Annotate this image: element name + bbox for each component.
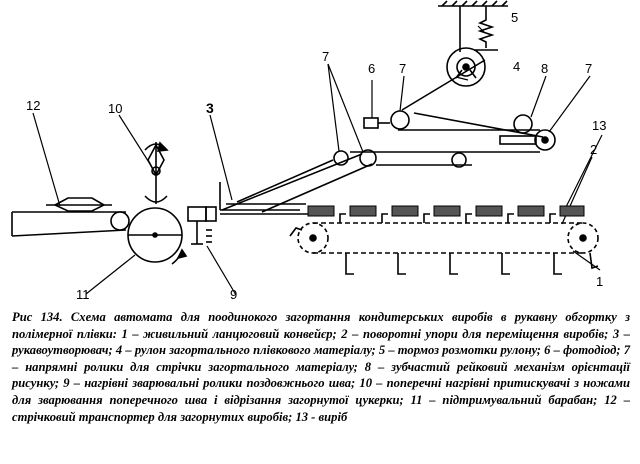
cross-sealer	[144, 141, 169, 204]
label-7-left: 7	[322, 49, 329, 64]
label-12: 12	[26, 98, 40, 113]
chain-conveyor	[297, 222, 599, 254]
figure-caption: Рис 134. Схема автомата для поодинокого …	[12, 309, 630, 425]
rack-mechanism	[499, 114, 537, 145]
label-1: 1	[596, 274, 603, 289]
guide-roller-right	[451, 152, 467, 168]
leader-lines	[32, 25, 603, 296]
guide-roller-left	[333, 150, 349, 166]
label-4: 4	[513, 59, 520, 74]
film-to-former-1	[221, 153, 363, 211]
label-2: 2	[590, 142, 597, 157]
label-11: 11	[76, 287, 90, 300]
label-8: 8	[541, 61, 548, 76]
label-6: 6	[368, 61, 375, 76]
belt-conveyor	[11, 197, 130, 237]
ceiling-mount	[438, 0, 508, 7]
sealing-rollers	[187, 206, 217, 245]
pusher-lugs	[289, 213, 556, 237]
sleeve-former	[219, 182, 320, 215]
caption-lead: Рис 134.	[12, 310, 63, 324]
film-roll	[446, 47, 486, 87]
lower-lugs	[345, 252, 599, 275]
photodiode	[363, 117, 390, 129]
film-to-former-3	[236, 159, 334, 203]
label-7-top: 7	[399, 61, 406, 76]
label-9: 9	[230, 287, 237, 300]
guide-roller-far-right	[534, 129, 556, 151]
products	[307, 205, 585, 217]
label-7-right: 7	[585, 61, 592, 76]
brake-spring	[477, 6, 495, 48]
machine-schematic: 12 10 3 5 4 6 7 7 8 7 13 2 1 9 11	[11, 0, 606, 300]
label-13: 13	[592, 118, 606, 133]
label-3: 3	[206, 100, 214, 116]
guide-roller-top	[390, 110, 410, 130]
support-drum	[127, 207, 188, 265]
label-10: 10	[108, 101, 122, 116]
label-5: 5	[511, 10, 518, 25]
caption-text: Схема автомата для поодинокого загортанн…	[12, 310, 630, 424]
film-web-upper	[401, 59, 486, 111]
